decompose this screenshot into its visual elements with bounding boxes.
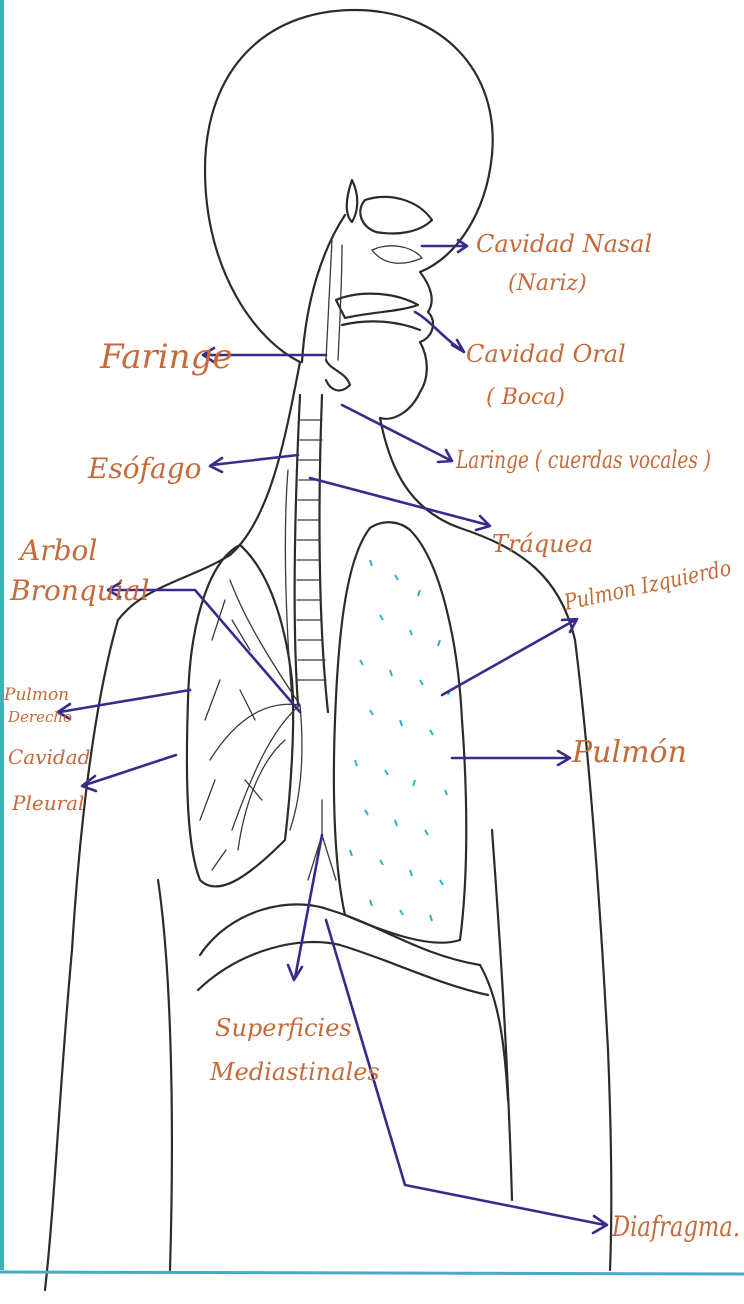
label-pulmon-derecho-1: Pulmon [3, 685, 69, 705]
lung-dots [350, 560, 450, 921]
label-diafragma: Diafragma. [611, 1210, 740, 1243]
arrow-laringe [342, 405, 452, 462]
arrow-pulmon [452, 751, 570, 765]
label-superficies-2: Mediastinales [209, 1058, 380, 1086]
label-pulmon: Pulmón [571, 735, 687, 770]
arrow-traquea [310, 478, 490, 530]
label-esofago: Esófago [87, 452, 202, 485]
diaphragm-shape [198, 800, 508, 1100]
label-cavidad-oral-1: Cavidad Oral [466, 340, 626, 368]
arrow-superficies [288, 835, 322, 980]
trachea [285, 395, 328, 712]
label-cavidad-pleural-2: Pleural [11, 791, 84, 815]
right-lung [187, 545, 302, 886]
label-pulmon-izquierdo: Pulmon Izquierdo [561, 556, 733, 616]
label-arbol-1: Arbol [17, 534, 97, 567]
label-faringe: Faringe [99, 337, 232, 377]
arrow-pulmon-izquierdo [442, 619, 577, 695]
label-cavidad-oral-2: ( Boca) [486, 385, 565, 410]
arrow-cavidad-pleural [82, 755, 176, 791]
page-bottom-rule [0, 1272, 744, 1274]
label-arbol-2: Bronquial [9, 574, 149, 607]
body-outline [45, 10, 611, 1290]
left-lung [334, 522, 466, 942]
arrow-cavidad-nasal [422, 240, 467, 252]
label-laringe: Laringe ( cuerdas vocales ) [455, 446, 711, 474]
label-pulmon-derecho-2: Derecho [7, 708, 72, 726]
arrow-pulmon-derecho [58, 690, 190, 719]
label-cavidad-nasal-2: (Nariz) [508, 271, 587, 296]
label-superficies-1: Superficies [215, 1014, 352, 1042]
label-cavidad-nasal-1: Cavidad Nasal [476, 230, 652, 258]
head-cavities [326, 180, 432, 390]
label-cavidad-pleural-1: Cavidad [8, 745, 90, 769]
page-left-edge [0, 0, 4, 1270]
label-traquea: Tráquea [492, 530, 593, 558]
arrow-esofago [210, 455, 298, 472]
labels: Cavidad Nasal (Nariz) Faringe Cavidad Or… [3, 230, 740, 1243]
